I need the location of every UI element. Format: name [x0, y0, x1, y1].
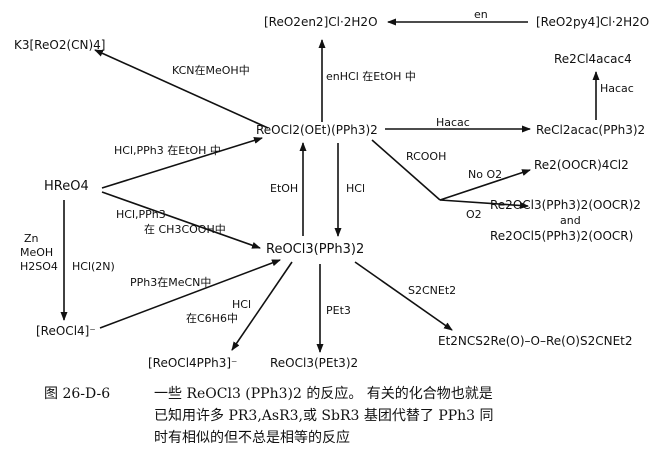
reagent-hcl-pph3-etoh: HCl,PPh3 在EtOH 中: [114, 144, 221, 157]
reagent-hacac: Hacac: [436, 116, 470, 129]
reagent-in-c6h6: 在C6H6中: [186, 312, 238, 325]
compound-k3reo2cn4: K3[ReO2(CN)4]: [14, 38, 106, 52]
compound-dimer: Et2NCS2Re(O)–O–Re(O)S2CNEt2: [438, 334, 633, 348]
arrow-oet-to-k3: [94, 49, 269, 129]
line-oet-to-junction: [371, 139, 441, 201]
compound-re2ocl5: Re2OCl5(PPh3)2(OOCR): [490, 229, 634, 243]
compound-hreo4: HReO4: [44, 179, 89, 194]
arrow-hreo4-to-oet: [101, 137, 263, 189]
arrow-main-to-dimer: [354, 261, 453, 331]
reagent-en: en: [474, 8, 488, 21]
compound-reocl4pph3: [ReOCl4PPh3]⁻: [148, 356, 238, 370]
reagent-h2so4: H2SO4: [20, 260, 58, 273]
figure-caption: 图 26-D-6 一些 ReOCl3 (PPh3)2 的反应。 有关的化合物也就是…: [44, 383, 494, 449]
compound-re2oocr4cl2: Re2(OOCR)4Cl2: [534, 158, 629, 172]
compound-reo2py4: [ReO2py4]Cl·2H2O: [536, 15, 650, 29]
reagent-s2cnet2: S2CNEt2: [408, 284, 457, 297]
arrow-reocl4-to-main: [99, 259, 281, 329]
compound-reo2en2: [ReO2en2]Cl·2H2O: [264, 15, 378, 29]
reagent-ch3cooh: 在 CH3COOH中: [144, 223, 226, 236]
reagent-hcl-vertical: HCl: [346, 182, 366, 195]
reagent-pph3-mecn: PPh3在MeCN中: [130, 276, 212, 289]
reagent-hacac-vertical: Hacac: [600, 82, 634, 95]
arrow-main-to-reocl4pph3: [231, 261, 293, 351]
caption-line-2: 已知用许多 PR3,AsR3,或 SbR3 基团代替了 PPh3 同: [154, 408, 494, 424]
reagent-o2: O2: [466, 208, 482, 221]
compound-reocl3-pph3-2: ReOCl3(PPh3)2: [266, 242, 365, 257]
reagent-rcooh: RCOOH: [406, 150, 447, 163]
compound-reocl2-oet: ReOCl2(OEt)(PPh3)2: [256, 123, 378, 137]
reagent-kcn: KCN在MeOH中: [172, 64, 250, 77]
reagent-etoh: EtOH: [270, 182, 299, 195]
arrow-junction-to-re2ocl3: [439, 199, 529, 209]
compound-recl2acac: ReCl2acac(PPh3)2: [536, 123, 646, 137]
arrow-hreo4-to-main: [101, 191, 261, 249]
reagent-zn: Zn: [24, 232, 39, 245]
reagent-meoh: MeOH: [20, 246, 54, 259]
caption-line-1: 一些 ReOCl3 (PPh3)2 的反应。 有关的化合物也就是: [154, 386, 493, 402]
figure-number: 图 26-D-6: [44, 386, 111, 402]
reagent-hcl-2n: HCl(2N): [72, 260, 115, 273]
reagent-pet3: PEt3: [326, 304, 351, 317]
compound-re2cl4acac4: Re2Cl4acac4: [554, 52, 632, 66]
label-and: and: [560, 214, 581, 227]
reagent-hcl-pph3: HCl,PPh3: [116, 208, 166, 221]
compound-reocl3-pet3: ReOCl3(PEt3)2: [270, 356, 359, 370]
reagent-hcl-c6h6: HCl: [232, 298, 252, 311]
reagent-no-o2: No O2: [468, 168, 503, 181]
compound-re2ocl3: Re2OCl3(PPh3)2(OOCR)2: [490, 198, 641, 212]
arrow-junction-to-re2oocr4: [439, 169, 531, 201]
compound-reocl4: [ReOCl4]⁻: [36, 324, 96, 338]
reagent-enhcl: enHCl 在EtOH 中: [326, 70, 416, 83]
caption-line-3: 时有相似的但不总是相等的反应: [154, 430, 350, 446]
